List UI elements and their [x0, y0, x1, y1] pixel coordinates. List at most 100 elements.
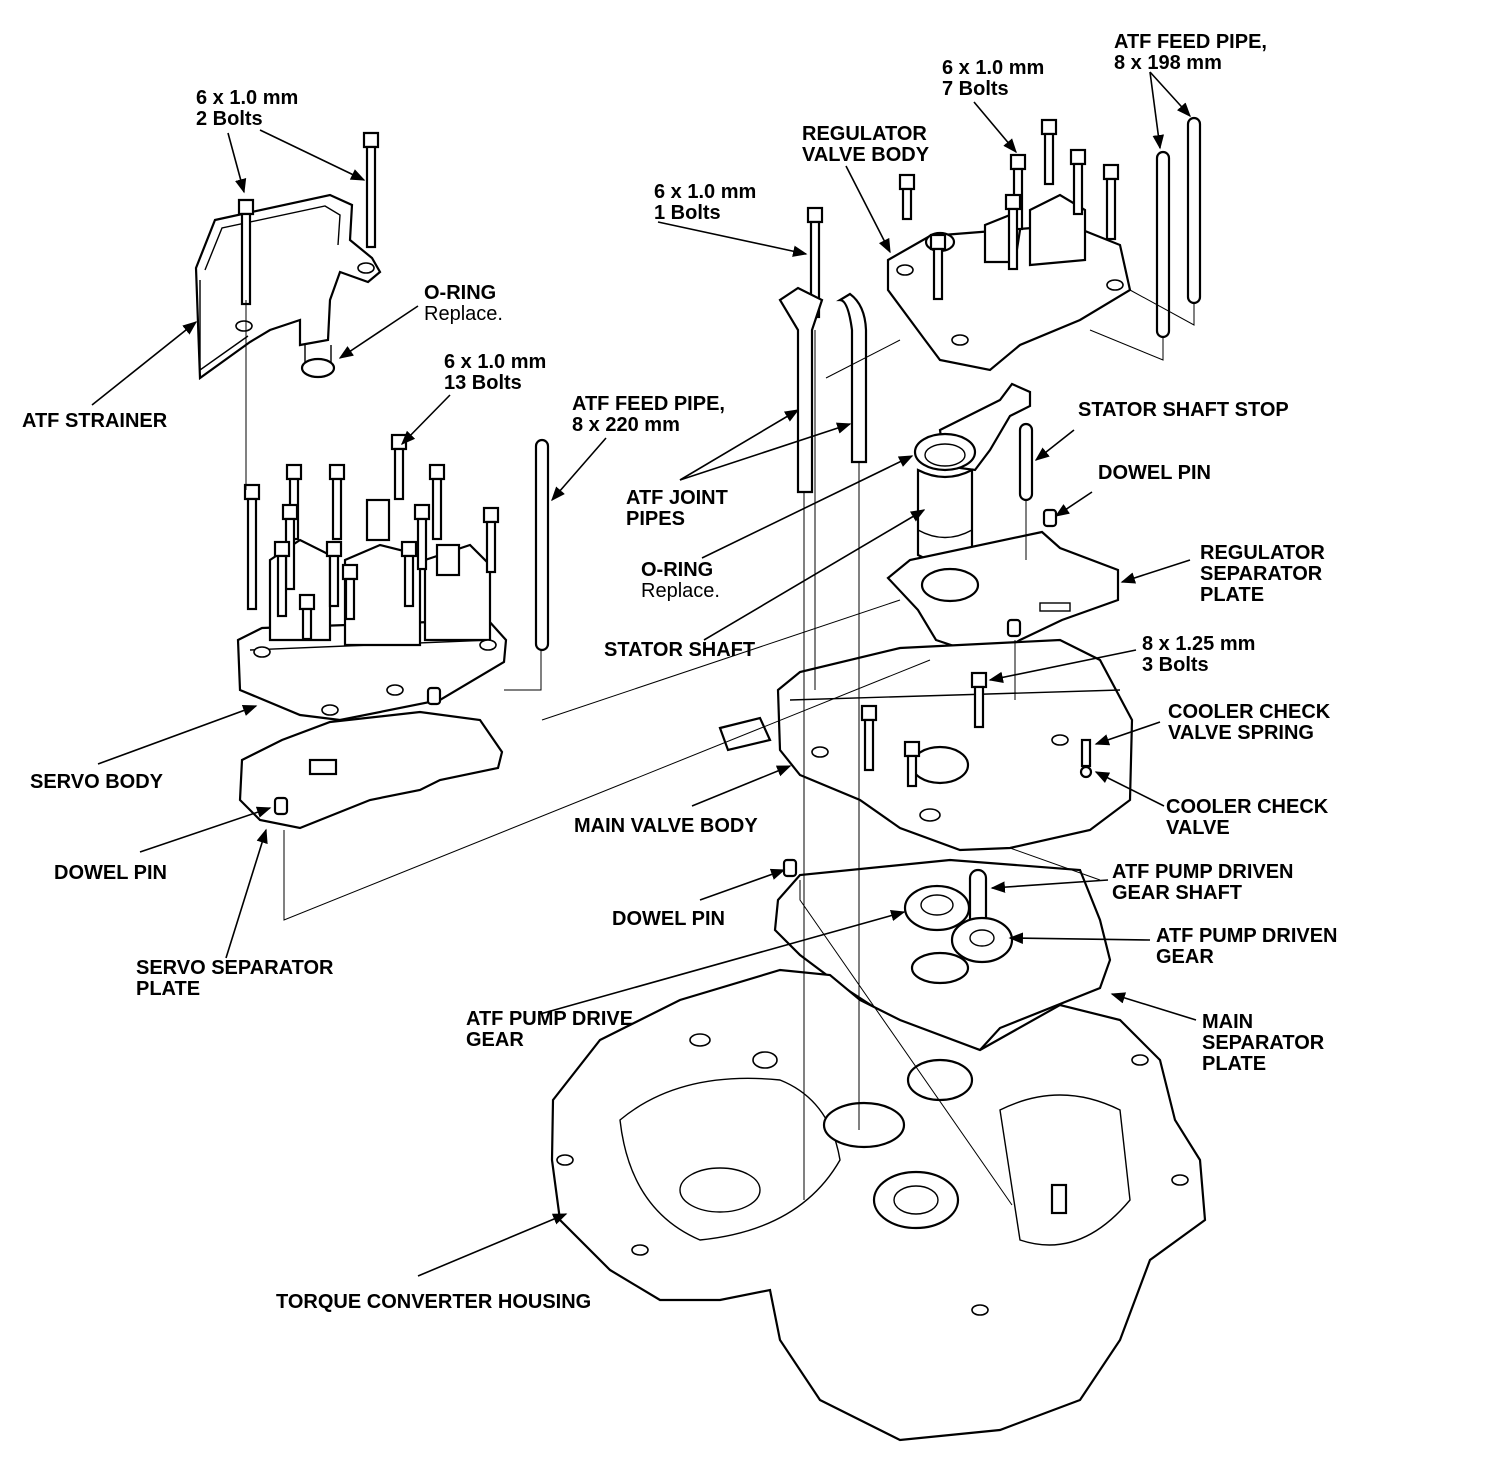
label-pump-driven-gear-line1: ATF PUMP DRIVEN: [1156, 925, 1338, 947]
label-bolts-3: 8 x 1.25 mm 3 Bolts: [1142, 634, 1255, 676]
label-cooler-valve-line2: VALVE: [1166, 817, 1230, 839]
label-stator-shaft-stop-text: STATOR SHAFT STOP: [1078, 399, 1289, 421]
label-regulator-sep-line1: REGULATOR: [1200, 542, 1325, 564]
label-pump-drive-gear-line1: ATF PUMP DRIVE: [466, 1008, 634, 1030]
label-bolts-7-size: 6 x 1.0 mm: [942, 57, 1045, 79]
label-main-valve-body-text: MAIN VALVE BODY: [574, 815, 758, 837]
label-o-ring-top-title: O-RING: [424, 282, 497, 304]
label-bolts-1-count: 1 Bolts: [654, 202, 721, 224]
label-feed-pipe-198-title: ATF FEED PIPE,: [1114, 31, 1267, 53]
label-feed-pipe-220: ATF FEED PIPE, 8 x 220 mm: [572, 394, 725, 436]
label-o-ring-mid-title: O-RING: [641, 559, 714, 581]
alignment-guides: [245, 289, 1195, 1206]
label-pump-drive-gear-line2: GEAR: [466, 1029, 524, 1051]
atf-joint-pipes: [778, 286, 868, 494]
label-bolts-3-size: 8 x 1.25 mm: [1142, 633, 1256, 655]
label-main-sep-line1: MAIN: [1202, 1011, 1254, 1033]
label-pump-driven-gear-line2: GEAR: [1156, 946, 1214, 968]
regulator-bolts: [898, 118, 1120, 301]
label-dowel-pin-left-text: DOWEL PIN: [54, 862, 167, 884]
label-torque-converter-housing-text: TORQUE CONVERTER HOUSING: [276, 1291, 592, 1313]
dowel-pin-reg-plate: [1006, 618, 1022, 638]
atf-feed-pipe-220: [534, 438, 550, 652]
label-servo-separator-plate: SERVO SEPARATOR PLATE: [136, 958, 333, 1000]
label-bolts-13-size: 6 x 1.0 mm: [444, 351, 547, 373]
label-regulator-sep-line2: SEPARATOR: [1200, 563, 1323, 585]
label-bolts-3-count: 3 Bolts: [1142, 654, 1209, 676]
regulator-separator-plate: [886, 530, 1120, 660]
label-pump-driven-gear-shaft: ATF PUMP DRIVEN GEAR SHAFT: [1112, 862, 1294, 904]
label-cooler-spring-line1: COOLER CHECK: [1168, 701, 1331, 723]
label-stator-shaft-stop: STATOR SHAFT STOP: [1078, 400, 1289, 421]
label-pump-drive-gear: ATF PUMP DRIVE GEAR: [466, 1009, 633, 1051]
label-atf-strainer: ATF STRAINER: [22, 411, 167, 432]
label-regulator-separator-plate: REGULATOR SEPARATOR PLATE: [1200, 543, 1325, 606]
label-pump-driven-shaft-line2: GEAR SHAFT: [1112, 882, 1242, 904]
label-bolts-2: 6 x 1.0 mm 2 Bolts: [196, 88, 298, 130]
label-atf-joint-pipes-line1: ATF JOINT: [626, 487, 728, 509]
label-dowel-pin-mid-text: DOWEL PIN: [612, 908, 725, 930]
label-bolts-1: 6 x 1.0 mm 1 Bolts: [654, 182, 756, 224]
main-valve-body: [718, 638, 1134, 852]
label-feed-pipe-198: ATF FEED PIPE, 8 x 198 mm: [1114, 32, 1267, 74]
servo-separator-plate: [238, 710, 504, 830]
label-regulator-sep-line3: PLATE: [1200, 584, 1265, 606]
dowel-pin-upper: [1042, 508, 1058, 528]
label-bolts-7-count: 7 Bolts: [942, 78, 1009, 100]
label-cooler-check-valve: COOLER CHECK VALVE: [1166, 797, 1328, 839]
label-main-valve-body: MAIN VALVE BODY: [574, 816, 758, 837]
label-servo-body: SERVO BODY: [30, 772, 163, 793]
label-feed-pipe-198-size: 8 x 198 mm: [1114, 52, 1222, 74]
atf-pump-driven-gear: [950, 916, 1014, 964]
label-servo-body-text: SERVO BODY: [30, 771, 163, 793]
label-bolts-13-count: 13 Bolts: [444, 372, 522, 394]
label-feed-pipe-220-title: ATF FEED PIPE,: [572, 393, 725, 415]
servo-bolts: [243, 433, 500, 641]
label-regulator-valve-body: REGULATOR VALVE BODY: [802, 124, 929, 166]
label-o-ring-top: O-RING Replace.: [424, 283, 503, 325]
label-dowel-pin-left: DOWEL PIN: [54, 863, 167, 884]
dowel-pin-left: [273, 796, 289, 816]
label-o-ring-mid-note: Replace.: [641, 580, 720, 602]
label-pump-driven-gear: ATF PUMP DRIVEN GEAR: [1156, 926, 1338, 968]
leader-lines: [91, 71, 1197, 1277]
regulator-valve-body: [886, 193, 1132, 372]
label-cooler-valve-line1: COOLER CHECK: [1166, 796, 1329, 818]
stator-shaft: [913, 432, 977, 564]
label-main-sep-line2: SEPARATOR: [1202, 1032, 1325, 1054]
label-main-sep-line3: PLATE: [1202, 1053, 1267, 1075]
label-servo-separator-line2: PLATE: [136, 978, 201, 1000]
label-cooler-check-spring: COOLER CHECK VALVE SPRING: [1168, 702, 1330, 744]
label-regulator-valve-body-line1: REGULATOR: [802, 123, 927, 145]
label-bolts-13: 6 x 1.0 mm 13 Bolts: [444, 352, 546, 394]
label-bolts-1-size: 6 x 1.0 mm: [654, 181, 757, 203]
torque-converter-housing: [550, 968, 1207, 1442]
dowel-pin-stop: [1018, 422, 1034, 502]
main-valve-bolts: [860, 671, 988, 788]
label-main-separator-plate: MAIN SEPARATOR PLATE: [1202, 1012, 1324, 1075]
label-o-ring-mid: O-RING Replace.: [641, 560, 720, 602]
strainer-bolt-1: [237, 198, 255, 306]
label-stator-shaft-text: STATOR SHAFT: [604, 639, 756, 661]
o-ring-strainer: [300, 345, 336, 379]
label-torque-converter-housing: TORQUE CONVERTER HOUSING: [276, 1292, 591, 1313]
label-dowel-pin-upper: DOWEL PIN: [1098, 463, 1211, 484]
strainer-bolt-2: [362, 131, 380, 249]
label-dowel-pin-mid: DOWEL PIN: [612, 909, 725, 930]
label-cooler-spring-line2: VALVE SPRING: [1168, 722, 1314, 744]
label-bolts-7: 6 x 1.0 mm 7 Bolts: [942, 58, 1044, 100]
dowel-pin-servo: [426, 686, 442, 706]
cooler-check-valve: [1079, 765, 1093, 779]
atf-feed-pipes-198: [1155, 116, 1202, 339]
dowel-pin-mid: [782, 858, 798, 878]
label-bolts-2-count: 2 Bolts: [196, 108, 263, 130]
label-atf-strainer-text: ATF STRAINER: [22, 410, 168, 432]
label-dowel-pin-upper-text: DOWEL PIN: [1098, 462, 1211, 484]
label-stator-shaft: STATOR SHAFT: [604, 640, 755, 661]
label-servo-separator-line1: SERVO SEPARATOR: [136, 957, 334, 979]
label-feed-pipe-220-size: 8 x 220 mm: [572, 414, 680, 436]
label-atf-joint-pipes: ATF JOINT PIPES: [626, 488, 728, 530]
label-atf-joint-pipes-line2: PIPES: [626, 508, 685, 530]
